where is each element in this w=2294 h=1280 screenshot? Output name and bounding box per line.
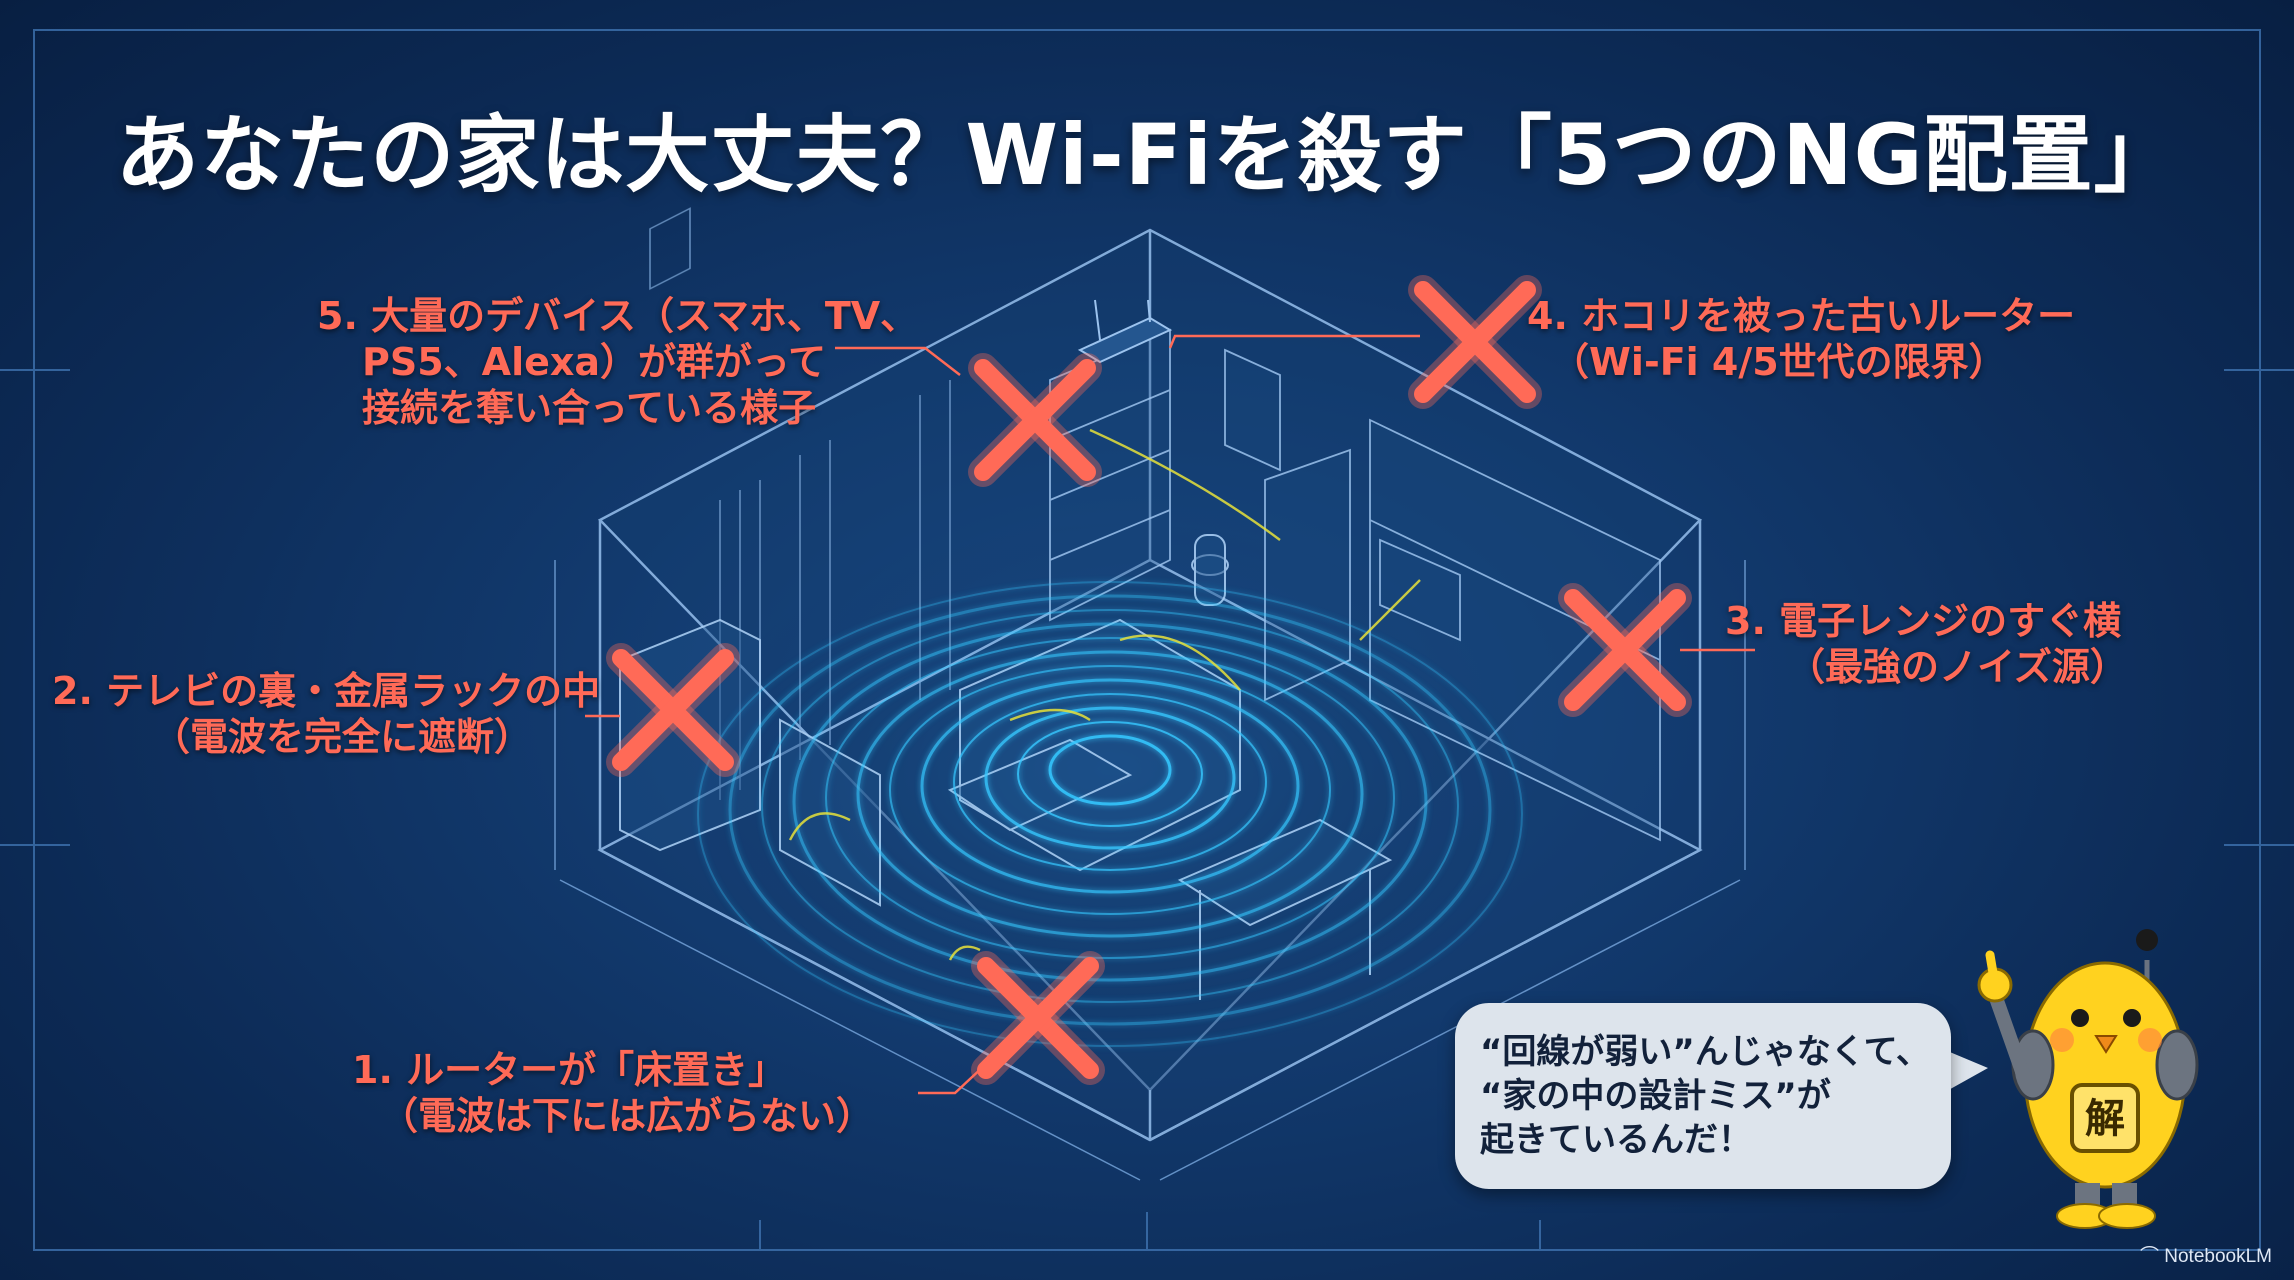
wifi-wave-ring <box>792 622 1428 982</box>
ng-x-mark-2 <box>606 643 740 777</box>
wifi-wave-ring <box>1048 734 1172 806</box>
wifi-wave-ring <box>984 706 1236 850</box>
wifi-waves <box>697 581 1523 1047</box>
leader-lines <box>585 334 1755 1095</box>
speech-bubble-line-2: “家の中の設計ミス”が <box>1480 1076 1831 1116</box>
speech-bubble-line-1: “回線が弱い”んじゃなくて、 <box>1480 1032 1930 1072</box>
ng-label-4-line-2: （Wi-Fi 4/5世代の限界） <box>1551 340 2007 384</box>
wifi-wave-ring <box>889 665 1331 915</box>
ng-label-3-line-1: 3. 電子レンジのすぐ横 <box>1725 599 2122 643</box>
ng-x-marks <box>606 275 1692 1085</box>
left-wall-details <box>649 207 951 800</box>
wifi-wave-ring <box>920 678 1300 894</box>
wifi-wave-ring <box>856 650 1364 938</box>
mascot-character: 解 <box>1977 929 2199 1229</box>
signal-lines <box>788 428 1421 961</box>
speech-bubble <box>1455 1003 1951 1189</box>
wifi-wave-ring <box>728 594 1492 1026</box>
x-stroke <box>612 649 734 771</box>
ng-label-4-line-1: 4. ホコリを被った古いルーター <box>1527 294 2076 338</box>
ng-label-2: 2. テレビの裏・金属ラックの中 （電波を完全に遮断） <box>52 668 600 760</box>
ng-label-5-line-1: 5. 大量のデバイス（スマホ、TV、 <box>317 294 919 338</box>
speech-bubble-line-3: 起きているんだ！ <box>1480 1120 1752 1160</box>
ng-label-1: 1. ルーターが「床置き」 （電波は下には広がらない） <box>352 1047 874 1139</box>
ng-x-mark-1 <box>971 951 1105 1085</box>
brand-watermark: ⌒ NotebookLM <box>2140 1241 2272 1268</box>
ng-label-3-line-2: （最強のノイズ源） <box>1787 645 2128 689</box>
ng-x-mark-3 <box>1558 583 1692 717</box>
floor-glow <box>690 520 1530 1020</box>
ng-label-1-line-2: （電波は下には広がらない） <box>380 1094 875 1138</box>
ng-x-mark-5 <box>968 353 1102 487</box>
ng-label-2-line-2: （電波を完全に遮断） <box>152 715 533 759</box>
ng-label-1-line-1: 1. ルーターが「床置き」 <box>352 1048 787 1092</box>
wifi-wave-ring <box>825 637 1395 959</box>
ng-label-4: 4. ホコリを被った古いルーター （Wi-Fi 4/5世代の限界） <box>1527 293 2075 385</box>
ng-label-5-line-3: 接続を奪い合っている様子 <box>362 386 817 430</box>
wifi-wave-ring <box>761 609 1459 1003</box>
ng-label-5-line-2: PS5、Alexa）が群がって <box>362 340 827 384</box>
mascot-badge-text: 解 <box>2085 1096 2125 1142</box>
ng-label-2-line-1: 2. テレビの裏・金属ラックの中 <box>52 669 601 713</box>
wifi-wave-ring <box>1017 721 1203 827</box>
ng-x-mark-4 <box>1408 275 1542 409</box>
room-walls <box>554 228 1746 1181</box>
wifi-wave-ring <box>953 693 1267 871</box>
ng-label-5: 5. 大量のデバイス（スマホ、TV、 PS5、Alexa）が群がって 接続を奪い… <box>317 293 918 431</box>
speech-bubble-text: “回線が弱い”んじゃなくて、 “家の中の設計ミス”が 起きているんだ！ <box>1480 1030 1930 1162</box>
blueprint-frame <box>0 29 2294 1251</box>
wifi-wave-ring <box>697 581 1523 1047</box>
x-stroke <box>974 359 1096 481</box>
furniture-outlines <box>1049 328 1661 842</box>
x-stroke <box>1564 589 1686 711</box>
ng-label-3: 3. 電子レンジのすぐ横 （最強のノイズ源） <box>1725 598 2128 690</box>
brand-logo-icon: ⌒ <box>2139 1246 2165 1267</box>
speech-bubble-tail <box>1945 1050 1988 1092</box>
x-stroke <box>1414 281 1536 403</box>
router-icon <box>1077 299 1173 364</box>
page-title: あなたの家は大丈夫？Wi-Fiを殺す「5つのNG配置」 <box>115 106 2179 204</box>
x-stroke <box>977 957 1099 1079</box>
brand-name: NotebookLM <box>2164 1246 2272 1267</box>
